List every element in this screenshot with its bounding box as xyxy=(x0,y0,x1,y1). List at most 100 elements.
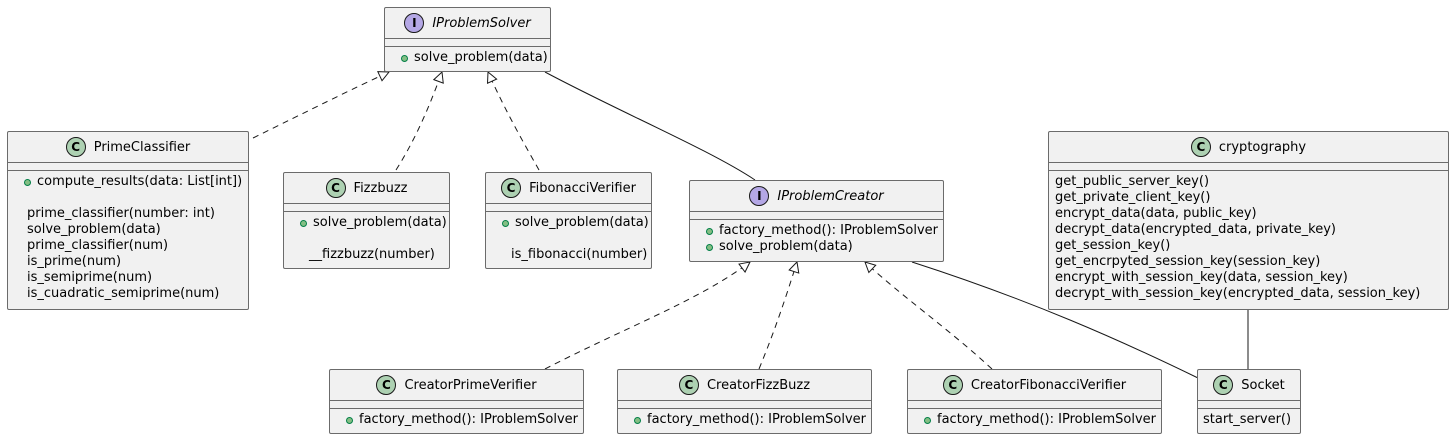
method-text: is_fibonacci(number) xyxy=(511,247,648,262)
method-text: is_cuadratic_semiprime(num) xyxy=(27,286,220,301)
attributes-compartment xyxy=(486,203,651,211)
method: encrypt_with_session_key(data, session_k… xyxy=(1055,270,1442,286)
attributes-compartment xyxy=(1198,400,1300,408)
public-method-icon xyxy=(401,54,408,62)
method-text: prime_classifier(number: int) xyxy=(27,206,215,221)
class-name: PrimeClassifier xyxy=(93,139,191,155)
methods-compartment: factory_method(): IProblemSolver xyxy=(908,408,1161,432)
class-creatorfizzbuzz[interactable]: C CreatorFizzBuzz factory_method(): IPro… xyxy=(617,369,872,434)
attributes-compartment xyxy=(1049,162,1448,170)
class-name: Socket xyxy=(1241,377,1285,393)
edge-fibonacciverifier-iproblemsolver xyxy=(488,72,540,171)
methods-compartment: get_public_server_key() get_private_clie… xyxy=(1049,170,1448,306)
method: is_cuadratic_semiprime(num) xyxy=(27,286,242,302)
method-text: get_public_server_key() xyxy=(1055,174,1210,189)
method: compute_results(data: List[int]) xyxy=(14,174,242,190)
methods-compartment: factory_method(): IProblemSolver xyxy=(618,408,871,432)
method: start_server() xyxy=(1203,412,1294,428)
class-name: CreatorPrimeVerifier xyxy=(404,377,537,393)
method-text: encrypt_data(data, public_key) xyxy=(1055,206,1257,221)
class-fibonacciverifier[interactable]: C FibonacciVerifier solve_problem(data) … xyxy=(485,172,652,269)
methods-compartment: solve_problem(data) is_fibonacci(number) xyxy=(486,211,651,267)
method: get_private_client_key() xyxy=(1055,190,1442,206)
attributes-compartment xyxy=(330,400,583,408)
edge-fizzbuzz-iproblemsolver xyxy=(395,72,442,171)
methods-compartment: solve_problem(data) xyxy=(385,46,550,70)
attributes-compartment xyxy=(690,211,943,219)
method-text: decrypt_data(encrypted_data, private_key… xyxy=(1055,222,1336,237)
method: decrypt_data(encrypted_data, private_key… xyxy=(1055,222,1442,238)
class-fizzbuzz[interactable]: C Fizzbuzz solve_problem(data) __fizzbuz… xyxy=(283,172,450,269)
public-method-icon xyxy=(634,416,641,424)
edge-primeclassifier-iproblemsolver xyxy=(252,72,389,139)
edge-creatorfizzbuzz-iproblemcreator xyxy=(758,262,797,370)
public-method-icon xyxy=(346,416,353,424)
method: solve_problem(data) xyxy=(290,215,447,231)
method-text: is_prime(num) xyxy=(27,254,122,269)
class-name: IProblemSolver xyxy=(432,15,531,31)
class-header: C FibonacciVerifier xyxy=(486,173,651,203)
interface-badge-icon: I xyxy=(749,186,770,206)
class-name: Fizzbuzz xyxy=(353,180,408,196)
class-header: C PrimeClassifier xyxy=(8,132,248,162)
attributes-compartment xyxy=(8,162,248,170)
method: factory_method(): IProblemSolver xyxy=(696,223,938,239)
public-method-icon xyxy=(502,219,509,227)
class-cryptography[interactable]: C cryptography get_public_server_key() g… xyxy=(1048,131,1449,310)
method: decrypt_with_session_key(encrypted_data,… xyxy=(1055,286,1442,302)
method: solve_problem(data) xyxy=(27,222,242,238)
class-header: C Fizzbuzz xyxy=(284,173,449,203)
method-text: solve_problem(data) xyxy=(515,215,649,230)
method: solve_problem(data) xyxy=(696,239,937,255)
method-text: encrypt_with_session_key(data, session_k… xyxy=(1055,270,1348,285)
method-text: get_encrpyted_session_key(session_key) xyxy=(1055,254,1321,269)
class-header: I IProblemSolver xyxy=(385,8,550,38)
method-spacer xyxy=(290,231,443,247)
method: prime_classifier(number: int) xyxy=(27,206,242,222)
method-text: solve_problem(data) xyxy=(27,222,161,237)
class-badge-icon: C xyxy=(325,178,346,198)
public-method-icon xyxy=(24,178,31,186)
method-text: decrypt_with_session_key(encrypted_data,… xyxy=(1055,286,1421,301)
attributes-compartment xyxy=(385,38,550,46)
method-text: start_server() xyxy=(1203,412,1292,427)
method-text: prime_classifier(num) xyxy=(27,238,169,253)
methods-compartment: compute_results(data: List[int]) prime_c… xyxy=(8,170,248,306)
method: encrypt_data(data, public_key) xyxy=(1055,206,1442,222)
method-text: solve_problem(data) xyxy=(414,50,548,65)
method: solve_problem(data) xyxy=(492,215,649,231)
method-text: factory_method(): IProblemSolver xyxy=(647,412,866,427)
class-primeclassifier[interactable]: C PrimeClassifier compute_results(data: … xyxy=(7,131,249,310)
method: factory_method(): IProblemSolver xyxy=(624,412,866,428)
edge-iproblemcreator-socket xyxy=(911,261,1199,379)
method-text: solve_problem(data) xyxy=(719,239,853,254)
class-badge-icon: C xyxy=(65,137,86,157)
class-header: C CreatorFibonacciVerifier xyxy=(908,370,1161,400)
class-name: CreatorFibonacciVerifier xyxy=(970,377,1127,393)
edge-creatorfibonacciverifier-iproblemcreator xyxy=(865,262,993,370)
method: is_prime(num) xyxy=(27,254,242,270)
class-creatorprimeverifier[interactable]: C CreatorPrimeVerifier factory_method():… xyxy=(329,369,584,434)
class-badge-icon: C xyxy=(1190,137,1211,157)
method: get_encrpyted_session_key(session_key) xyxy=(1055,254,1442,270)
methods-compartment: start_server() xyxy=(1198,408,1300,432)
method: factory_method(): IProblemSolver xyxy=(336,412,578,428)
methods-compartment: factory_method(): IProblemSolver xyxy=(330,408,583,432)
class-header: C CreatorPrimeVerifier xyxy=(330,370,583,400)
class-header: C CreatorFizzBuzz xyxy=(618,370,871,400)
class-iproblemcreator[interactable]: I IProblemCreator factory_method(): IPro… xyxy=(689,180,944,262)
class-name: IProblemCreator xyxy=(777,188,884,204)
method: get_public_server_key() xyxy=(1055,174,1442,190)
class-badge-icon: C xyxy=(942,375,963,395)
class-iproblemsolver[interactable]: I IProblemSolver solve_problem(data) xyxy=(384,7,551,72)
public-method-icon xyxy=(300,219,307,227)
class-name: cryptography xyxy=(1218,139,1307,155)
class-socket[interactable]: C Socket start_server() xyxy=(1197,369,1301,434)
interface-badge-icon: I xyxy=(404,13,425,33)
class-header: I IProblemCreator xyxy=(690,181,943,211)
public-method-icon xyxy=(924,416,931,424)
class-header: C cryptography xyxy=(1049,132,1448,162)
class-creatorfibonacciverifier[interactable]: C CreatorFibonacciVerifier factory_metho… xyxy=(907,369,1162,434)
method: factory_method(): IProblemSolver xyxy=(914,412,1156,428)
